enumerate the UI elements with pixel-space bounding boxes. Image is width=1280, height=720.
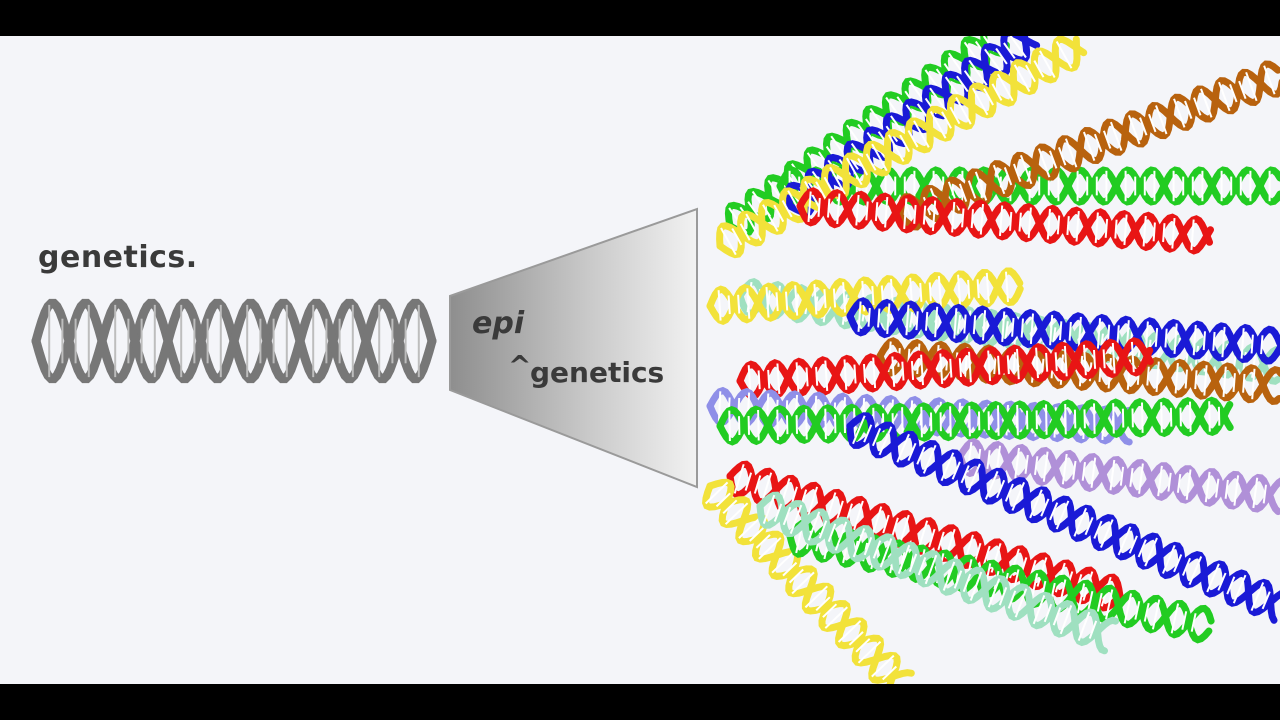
color-dna-strand-8 — [796, 187, 1214, 255]
letterbox-top — [0, 0, 1280, 36]
color-dna-strand-7 — [706, 267, 1024, 325]
genetics-title: genetics. — [38, 240, 198, 275]
grey-dna-strand — [31, 298, 437, 384]
color-dna-strand-16 — [702, 478, 915, 684]
color-dna-strand-5 — [896, 60, 1280, 231]
color-dna-strand-4 — [716, 36, 1088, 259]
color-dna-strand-11 — [736, 337, 1154, 400]
color-dna-strand-19 — [756, 491, 1119, 655]
color-dna-strand-18 — [846, 412, 1280, 624]
color-dna-strand-9 — [846, 297, 1280, 365]
multicolor-dna-strands-icon — [702, 36, 1280, 684]
diagram-canvas: genetics. epi ^ genetics — [0, 36, 1280, 684]
grey-dna-helix-icon — [31, 298, 437, 384]
epi-prefix-label: epi — [472, 306, 525, 341]
funnel-shape — [449, 207, 698, 489]
insertion-caret: ^ — [508, 349, 532, 382]
letterbox-bottom — [0, 684, 1280, 720]
color-dna-strand-14 — [956, 437, 1280, 516]
diagram-graphic — [31, 36, 1280, 684]
epigenetics-suffix-label: genetics — [530, 356, 665, 389]
